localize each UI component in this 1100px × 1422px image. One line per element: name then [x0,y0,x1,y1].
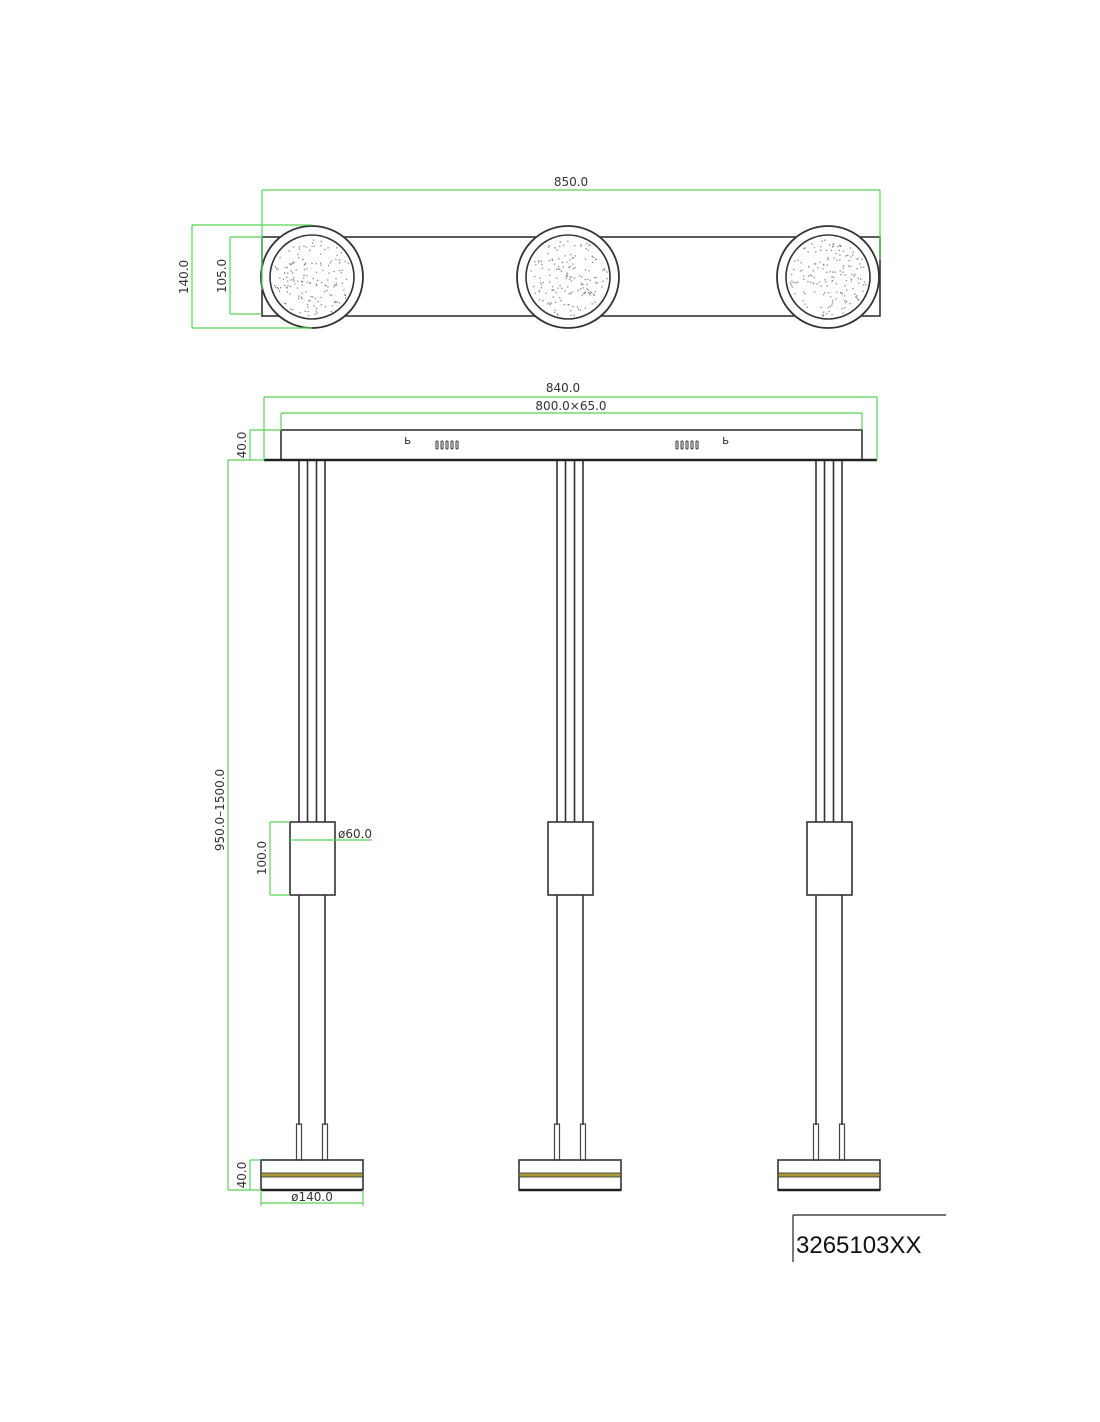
title-block: 3265103XX [792,1214,946,1262]
vent-slot [450,440,454,450]
cable-sleeve [295,1123,303,1161]
vent-slot [695,440,699,450]
vent-slot [455,440,459,450]
cable-sleeve [579,1123,587,1161]
dimension-head-40: 40.0 [235,1159,261,1190]
vent-slot [685,440,689,450]
dimension-800x65: 800.0×65.0 [280,399,863,430]
top-view-lamp [260,225,364,329]
dimension-105: 105.0 [215,236,262,315]
connector-cylinder [547,821,594,896]
vent-slot [690,440,694,450]
pendant [260,461,364,1192]
top-view-lamp [776,225,880,329]
connector-cylinder [806,821,853,896]
vent-slot [440,440,444,450]
lamp-diffuser [269,234,355,320]
dimension-label: 850.0 [554,175,588,189]
dimension-850: 850.0 [261,175,881,290]
vent-slot [435,440,439,450]
dimension-cylinder-diameter: ø60.0 [290,827,372,841]
connector-cylinder [289,821,336,896]
cable-sleeve [321,1123,329,1161]
dimension-label: 950.0–1500.0 [213,769,227,851]
dimension-840: 840.0 [263,381,878,460]
dimension-cylinder-100: 100.0 [255,821,290,896]
dimension-label: 40.0 [235,432,249,459]
dimension-label: 40.0 [235,1162,249,1189]
vent-slot [675,440,679,450]
pendant [777,461,881,1192]
dimension-label: 140.0 [177,260,191,294]
lamp-diffuser [525,234,611,320]
light-strip [518,1172,622,1178]
screw-icon: ь [404,433,411,447]
product-code: 3265103XX [796,1232,921,1259]
screw-icon: ь [722,433,729,447]
vent-slot [680,440,684,450]
pendant [518,461,622,1192]
dimension-label: 105.0 [215,259,229,293]
vent-slot [445,440,449,450]
dimension-140: 140.0 [177,224,312,329]
cable-sleeve [812,1123,820,1161]
lamp-diffuser [785,234,871,320]
dimension-label: 800.0×65.0 [535,399,606,413]
front-view: ь ь 840.0 800.0×65.0 40.0 950.0–1500.0 [213,381,881,1206]
dimension-label: 100.0 [255,841,269,875]
top-view-lamp [516,225,620,329]
light-strip [260,1172,364,1178]
dimension-label: ø140.0 [291,1190,333,1204]
dimension-label: 840.0 [546,381,580,395]
canopy [280,429,863,461]
light-strip [777,1172,881,1178]
top-view: 850.0 140.0 105.0 [177,175,881,329]
dimension-label: ø60.0 [338,827,372,841]
dimension-canopy-40: 40.0 [235,429,281,460]
dimension-head-diameter: ø140.0 [260,1190,364,1206]
cable-sleeve [553,1123,561,1161]
dimension-drop: 950.0–1500.0 [213,459,264,1191]
cable-sleeve [838,1123,846,1161]
